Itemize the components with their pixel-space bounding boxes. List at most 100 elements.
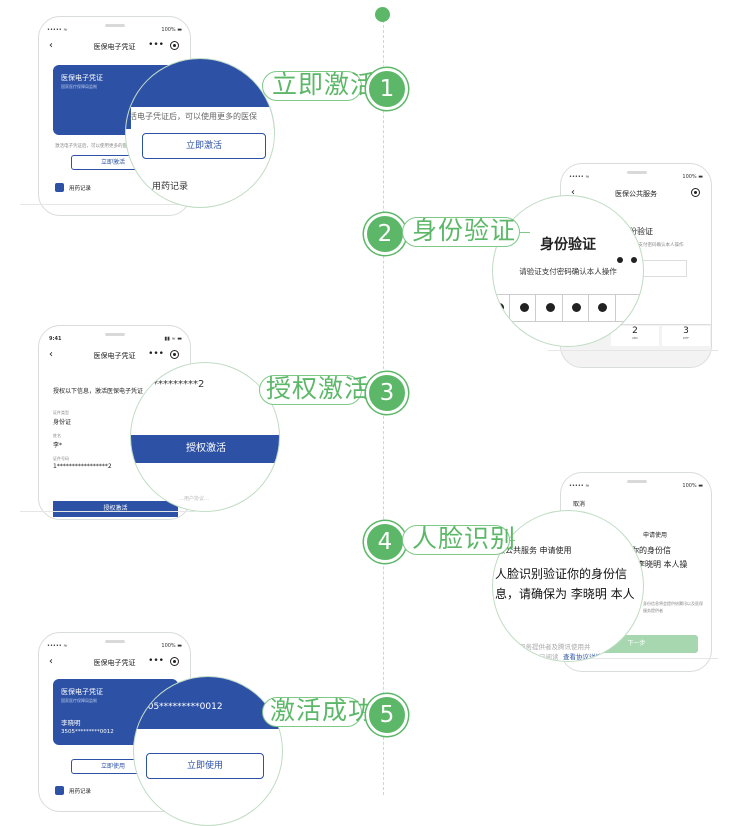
apply-label: 申请使用	[643, 532, 668, 539]
zoom-face-small-1: 服务提供者及腾讯使用并	[519, 643, 591, 651]
step-2-title: 身份验证	[412, 216, 517, 245]
pw-divider	[615, 295, 616, 321]
cancel-link[interactable]: 取消	[573, 501, 586, 508]
zoom-circle-4: 保公共服务 申请使用 人脸识别验证你的身份信 息，请确保为 李晓明 本人 服务提…	[492, 510, 644, 662]
medicine-record-label[interactable]: 用药记录	[69, 186, 92, 192]
pw-dot	[495, 303, 504, 312]
more-icon[interactable]: •••	[148, 656, 164, 666]
back-icon[interactable]: ‹	[49, 656, 53, 667]
status-bar: ••••• ≈ 100% ▬	[569, 483, 703, 489]
step-5-title: 激活成功	[270, 696, 375, 725]
back-icon[interactable]: ‹	[49, 40, 53, 51]
zoom-identity-title: 身份验证	[540, 237, 596, 253]
nav-title: 医保电子凭证	[93, 352, 136, 360]
zoom-record-label: 用药记录	[152, 182, 189, 192]
identity-title: 身份验证	[621, 227, 653, 236]
phone-speaker	[627, 171, 647, 174]
face-small-1: 身份信息将会提供给腾讯以及医保	[643, 601, 703, 606]
pw-divider	[535, 295, 536, 321]
close-target-icon[interactable]	[691, 188, 700, 197]
phone-speaker	[105, 24, 125, 27]
card-subtitle: 国家医疗保障局监制	[61, 698, 97, 703]
step-4-tag	[402, 525, 510, 555]
face-text-2: 李晓明 本人操	[637, 560, 688, 569]
status-bar: 9:41 ▮▮ ≈ ▬	[49, 336, 182, 342]
pw-dot	[598, 303, 607, 312]
more-icon[interactable]: •••	[148, 349, 164, 359]
phone-speaker	[627, 480, 647, 483]
step-4-title: 人脸识别	[412, 524, 517, 553]
step-2-number: 2	[364, 213, 406, 255]
zoom-agreement-link[interactable]: 查看协议详情	[563, 653, 602, 661]
card-subtitle: 国家医疗保障局监制	[61, 84, 97, 89]
nav-title: 医保电子凭证	[93, 659, 136, 667]
phone-speaker	[105, 333, 125, 336]
identity-subtitle: 请输入支付密码确认本人操作	[625, 243, 684, 248]
key-3-number: 3	[683, 326, 689, 336]
step-2-tag	[402, 217, 520, 247]
medicine-record-label[interactable]: 用药记录	[69, 789, 92, 795]
pw-dot	[572, 303, 581, 312]
nav-title: 医保公共服务	[615, 190, 657, 198]
face-text-1: 你的身份信	[631, 546, 671, 555]
field-2-value: 李*	[53, 442, 63, 449]
zoom-use-now-button[interactable]: 立即使用	[146, 753, 264, 779]
phone-4-base-line	[548, 658, 718, 659]
status-bar: ••••• ≈ 100% ▬	[47, 643, 182, 649]
nav-bar: ‹ 医保电子凭证 •••	[39, 347, 190, 365]
pw-dot	[520, 303, 529, 312]
pw-dot	[617, 257, 623, 263]
zoom-identity-subtitle: 请验证支付密码确认本人操作	[519, 267, 617, 276]
close-target-icon[interactable]	[170, 41, 179, 50]
field-3-label: 证件号码	[53, 456, 69, 461]
back-icon[interactable]: ‹	[571, 187, 575, 198]
medicine-record-icon	[55, 786, 64, 795]
zoom-circle-1: 活电子凭证后，可以使用更多的医保 立即激活 用药记录	[125, 58, 275, 208]
back-icon[interactable]: ‹	[49, 349, 53, 360]
status-bar: ••••• ≈ 100% ▬	[569, 174, 703, 180]
phone-1-base-line	[20, 204, 195, 205]
field-1-label: 证件类型	[53, 410, 69, 415]
key-3-letters: DEF	[683, 336, 689, 340]
step-3-title: 授权激活	[266, 374, 371, 403]
auth-heading: 授权以下信息，激活医保电子凭证	[53, 388, 144, 395]
step-3-tag	[259, 375, 362, 405]
phone-2-base-line	[548, 350, 718, 351]
nav-bar: ‹ 医保电子凭证 •••	[39, 654, 190, 672]
status-bar: ••••• ≈ 100% ▬	[47, 27, 182, 33]
key-2-letters: ABC	[631, 336, 639, 340]
zoom-activate-button[interactable]: 立即激活	[142, 133, 266, 159]
nav-bar: ‹ 医保公共服务	[561, 185, 711, 203]
zoom-agreement: …用户协议…	[179, 496, 210, 502]
step-3-number: 3	[366, 372, 408, 414]
authorize-button[interactable]: 授权激活	[53, 501, 178, 517]
step-1-tag	[262, 71, 362, 101]
close-target-icon[interactable]	[170, 657, 179, 666]
card-title: 医保电子凭证	[61, 688, 103, 696]
medicine-record-icon	[55, 183, 64, 192]
phone-speaker	[105, 640, 125, 643]
zoom-card-id: 505*********0012	[142, 702, 223, 712]
pw-divider	[562, 295, 563, 321]
close-target-icon[interactable]	[170, 350, 179, 359]
zoom-circle-5: 505*********0012 立即使用	[133, 676, 283, 826]
key-2[interactable]: 2 ABC	[611, 326, 659, 346]
pw-divider	[588, 295, 589, 321]
pw-divider	[509, 295, 510, 321]
zoom-service-head: 保公共服务 申请使用	[497, 546, 572, 555]
more-icon[interactable]: •••	[148, 40, 164, 50]
step-5-number: 5	[366, 694, 408, 736]
field-1-value: 身份证	[53, 419, 72, 426]
card-id-number: 3505*********0012	[61, 729, 114, 735]
pw-dot	[631, 257, 637, 263]
activate-hint: 激活电子凭证后，可以使用更多的医保服务	[55, 144, 141, 149]
zoom-circle-2: 身份验证 请验证支付密码确认本人操作	[492, 195, 644, 347]
zoom-face-small-2: 已阅读	[539, 653, 559, 661]
key-3[interactable]: 3 DEF	[662, 326, 710, 346]
step-1-number: 1	[366, 68, 408, 110]
zoom-authorize-button[interactable]: 授权激活	[131, 435, 279, 463]
pw-dot	[546, 303, 555, 312]
zoom-masked-id: *********2	[153, 379, 205, 390]
key-2-number: 2	[632, 326, 638, 336]
zoom-password-row[interactable]	[493, 294, 643, 322]
